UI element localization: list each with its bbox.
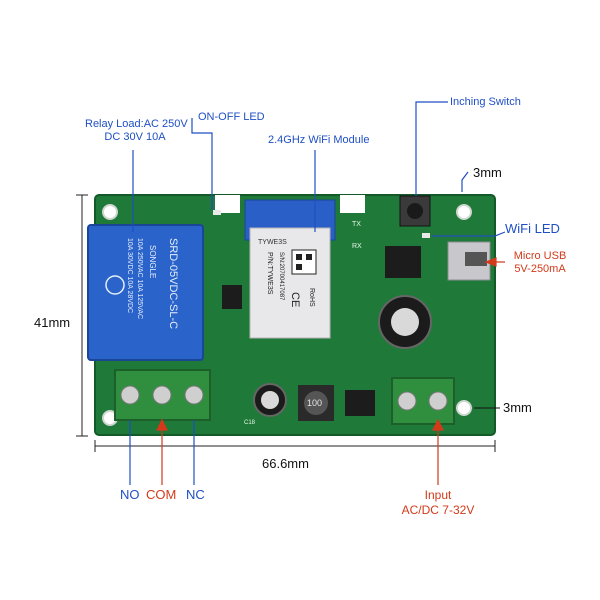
relay-load-label: Relay Load:AC 250V DC 30V 10A — [85, 118, 188, 144]
ic-chip — [222, 285, 242, 309]
wifi-module: TYWE3S CE RoHS P/N:TYWE3S S/N:2070041708… — [244, 199, 336, 339]
micro-usb-line2: 5V-250mA — [514, 263, 566, 275]
micro-usb-port — [447, 241, 491, 281]
relay-brand: SONGLE — [148, 245, 157, 278]
inductor-code: 100 — [307, 398, 322, 408]
3mm-top-label: 3mm — [473, 165, 502, 180]
relay-load-line2: DC 30V 10A — [104, 131, 166, 143]
input-label: Input AC/DC 7-32V — [390, 488, 486, 518]
capacitor-label: C18 — [244, 420, 256, 426]
micro-usb-line1: Micro USB — [513, 250, 567, 262]
wifi-led — [422, 233, 430, 238]
inching-switch — [399, 195, 431, 227]
3mm-bottom-label: 3mm — [503, 400, 532, 415]
no-label: NO — [120, 487, 140, 502]
callout-lines-red — [156, 257, 505, 485]
input-line2: AC/DC 7-32V — [401, 503, 475, 517]
module-name: TYWE3S — [258, 239, 287, 246]
board-notch — [340, 195, 365, 213]
41mm-label: 41mm — [34, 315, 71, 330]
module-rohs: RoHS — [308, 288, 315, 307]
module-pn: P/N:TYWE3S — [266, 252, 273, 295]
relay-spec: 10A 30VDC 10A 28VDC — [126, 238, 133, 313]
module-sn: S/N:20700417087 — [278, 252, 284, 301]
mounting-hole — [456, 400, 472, 416]
com-label: COM — [146, 487, 177, 502]
relay: SONGLE SRD-05VDC-SL-C 10A 250VAC 10A 125… — [87, 224, 204, 361]
output-terminal-block — [114, 369, 211, 421]
on-off-led — [213, 210, 221, 215]
micro-usb-label: Micro USB 5V-250mA — [505, 250, 575, 276]
relay-model: SRD-05VDC-SL-C — [167, 238, 179, 329]
ic-chip — [385, 246, 421, 278]
tx-label: TX — [352, 221, 361, 228]
nc-label: NC — [186, 487, 205, 502]
board-notch — [215, 195, 240, 213]
wifi-module-label: 2.4GHz WiFi Module — [268, 134, 370, 146]
rx-label: RX — [352, 243, 362, 250]
on-off-led-label: ON-OFF LED — [198, 111, 265, 123]
66mm-label: 66.6mm — [262, 456, 309, 471]
mounting-hole — [102, 204, 118, 220]
relay-spec: 10A 250VAC 10A 125VAC — [136, 238, 143, 319]
input-line1: Input — [424, 488, 452, 502]
inductor: 100 — [298, 385, 334, 421]
mounting-hole — [456, 204, 472, 220]
input-terminal-block — [391, 377, 455, 425]
inching-switch-label: Inching Switch — [450, 96, 521, 108]
relay-load-line1: Relay Load:AC 250V — [85, 118, 188, 130]
callout-lines-blue — [129, 101, 506, 485]
wifi-led-label: WiFi LED — [505, 221, 560, 236]
module-ce: CE — [289, 292, 301, 307]
ic-chip — [345, 390, 375, 416]
